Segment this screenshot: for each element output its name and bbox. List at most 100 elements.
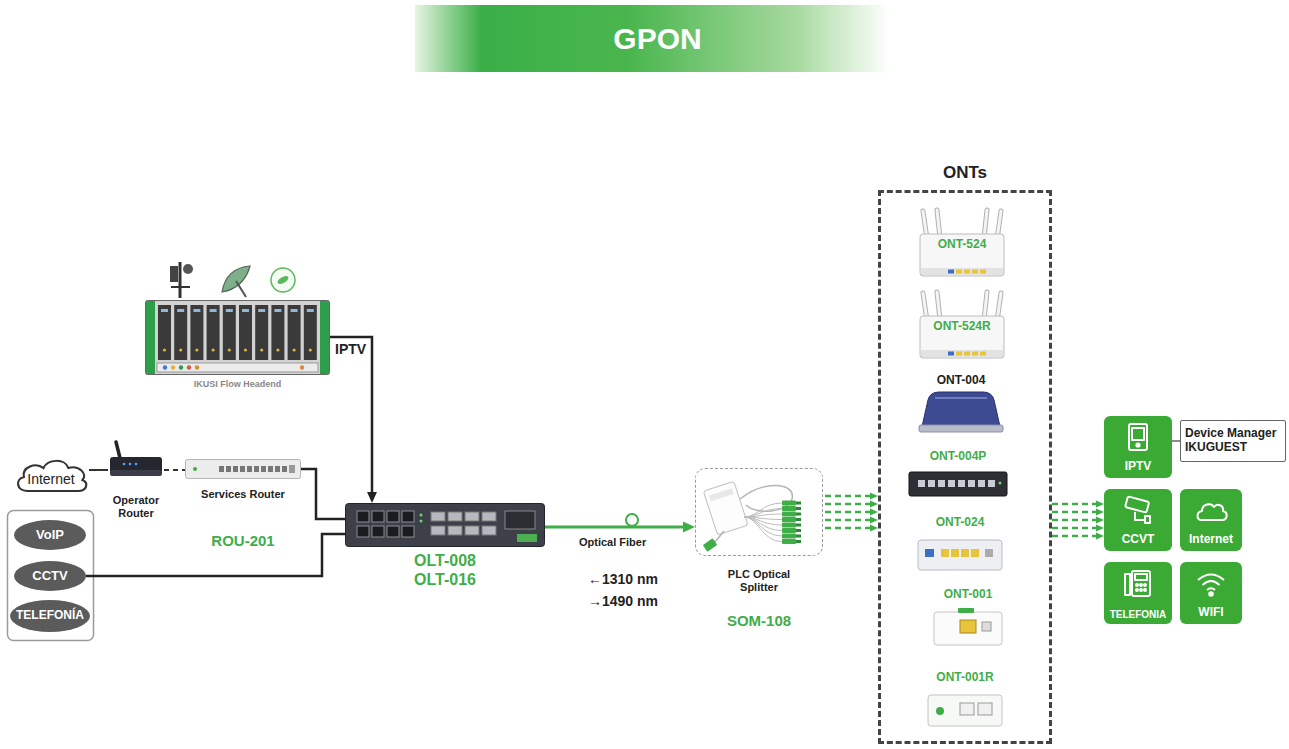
headend-rack-art <box>174 305 187 360</box>
arrow-head <box>1096 508 1104 515</box>
splitter-box-art <box>796 507 801 510</box>
splitter-box-art <box>796 535 801 538</box>
ont-device-art <box>968 480 975 487</box>
olt-device-art <box>387 526 399 537</box>
ont-router-art <box>964 352 970 356</box>
splitter-box-art <box>782 512 796 517</box>
ont-device: ONT-004 <box>915 374 1007 434</box>
service-tile: WIFI <box>1180 562 1242 624</box>
node-label: WIFI <box>1198 606 1223 620</box>
splitter-box: PLC Optical SplitterSOM-108 <box>695 468 823 556</box>
olt-device-art <box>431 526 445 535</box>
ont-device-art <box>988 480 995 487</box>
connector <box>1052 500 1104 539</box>
arrow-head <box>1096 516 1104 523</box>
ont-router-art <box>980 270 986 274</box>
connector-line <box>825 495 872 498</box>
arrow-head <box>1096 500 1104 507</box>
arrow-head <box>683 522 695 533</box>
connector <box>89 470 108 471</box>
router-icon-art <box>116 442 120 458</box>
node-label: TELEFONIA <box>1110 609 1167 621</box>
service-oval: TELEFONÍA <box>10 600 90 632</box>
headend-rack-art <box>158 305 171 360</box>
splitter-box-art <box>744 514 782 517</box>
server-device-art <box>186 460 301 479</box>
arrow-head <box>870 492 878 499</box>
ont-router-art <box>972 270 978 274</box>
ont-router-art <box>920 316 1004 358</box>
headend-rack-art <box>195 365 199 369</box>
headend-rack-art <box>161 309 168 312</box>
service-tile-art <box>1198 575 1224 581</box>
olt-device-art <box>482 526 496 535</box>
headend-rack-art <box>223 305 236 360</box>
node-label: IPTV <box>1125 460 1152 474</box>
service-tile-art <box>1136 589 1138 591</box>
headend-rack-art <box>307 309 314 312</box>
fiber-loop <box>626 514 638 526</box>
ont-device-art <box>938 480 945 487</box>
service-tile-art <box>1198 504 1227 520</box>
connector-line <box>825 527 872 530</box>
service-tile: IPTV <box>1104 416 1172 478</box>
olt-device-art <box>357 526 369 537</box>
ont-device: ONT-004P <box>908 450 1008 498</box>
antenna-icons <box>170 266 178 282</box>
connector-line <box>1052 503 1098 506</box>
headend-rack-art <box>242 309 249 312</box>
antenna-icons <box>170 262 295 298</box>
antenna-icons <box>222 266 250 292</box>
olt-device-art <box>387 511 399 522</box>
headend-rack-art <box>226 309 233 312</box>
splitter-box-art <box>796 529 801 532</box>
antenna-icons <box>236 281 246 297</box>
node-label: ONTs <box>943 163 987 183</box>
headend-rack-art <box>244 348 247 351</box>
olt-device-art <box>372 511 384 522</box>
service-tile-art <box>1209 592 1213 596</box>
headend-rack-art <box>145 300 330 375</box>
router-icon-art <box>123 463 126 466</box>
ont-device-art <box>928 695 1002 726</box>
ont-device-art <box>985 549 993 557</box>
ont-device-art <box>941 549 949 557</box>
headend-rack-art <box>163 348 166 351</box>
connector <box>301 469 345 519</box>
node-label: CCTV <box>32 569 67 584</box>
server-device: Services RouterROU-201 <box>185 459 301 479</box>
olt-device-art <box>420 514 423 517</box>
splitter-box-art <box>796 518 801 521</box>
ont-router-art <box>948 270 954 274</box>
server-device-art <box>247 466 252 472</box>
server-device-art <box>282 466 287 472</box>
ont-router-art <box>920 234 1004 276</box>
splitter-box-art <box>782 528 796 533</box>
edge-label: IPTV <box>334 341 367 357</box>
ont-router-art <box>948 352 954 356</box>
olt-device-art <box>465 512 479 521</box>
node-label: ROU-201 <box>211 532 274 549</box>
ont-device-art <box>934 612 1002 645</box>
server-device-art <box>185 459 301 479</box>
olt-device-art <box>402 526 414 537</box>
olt-device-art <box>357 511 369 522</box>
service-tile-art <box>1132 571 1150 596</box>
connector <box>330 337 377 503</box>
connector-line <box>1052 527 1098 530</box>
node-label: ONT-004 <box>937 374 986 388</box>
splitter-box-art <box>796 513 801 516</box>
ont-router-art <box>956 270 962 274</box>
connector-line <box>164 469 185 471</box>
olt-device-art <box>346 504 545 547</box>
headend-rack-art <box>291 309 298 312</box>
connector-line <box>301 469 345 519</box>
splitter-box-art <box>709 488 734 501</box>
connector-line <box>1052 511 1098 514</box>
service-tile-art <box>1136 443 1139 446</box>
connector-line <box>1052 519 1098 522</box>
server-device-art <box>193 467 197 471</box>
splitter-box-art <box>703 481 748 535</box>
service-tile-art <box>1125 571 1150 596</box>
antenna-icons <box>276 274 289 285</box>
